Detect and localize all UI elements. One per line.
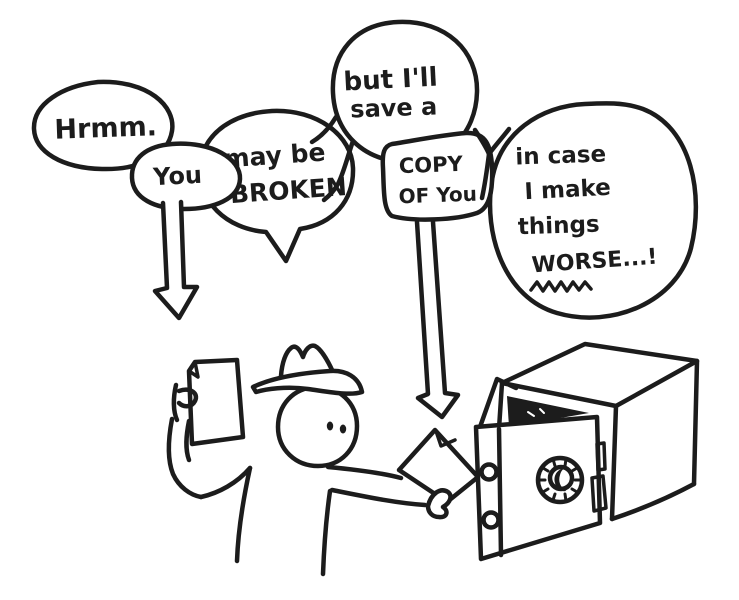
door-hinge-bottom: [481, 510, 501, 530]
emphasis-squiggle: [529, 280, 593, 293]
safe-back-right-edge: [691, 358, 700, 487]
bubble-text: but I'll: [343, 63, 439, 98]
bubble-text: save a: [350, 92, 438, 123]
safe-door: [473, 376, 608, 562]
speech-bubble-copy-of-you: COPY OF You: [321, 126, 512, 222]
bubble-outline: [487, 101, 699, 320]
safe-top-face: [499, 341, 700, 409]
door-latch-bottom: [590, 474, 608, 513]
right-arm-bottom: [329, 487, 428, 508]
arrow-outline: [152, 199, 200, 321]
right-arm-top: [325, 464, 404, 481]
bubble-outline: [129, 141, 243, 212]
hat-brim: [250, 368, 365, 396]
arrow-you-to-paper: [152, 199, 200, 321]
bubble-text: things: [517, 212, 600, 241]
stick-figure: [166, 343, 481, 577]
eyes: [326, 421, 347, 434]
paper-fold-corner: [187, 360, 200, 379]
copy-paper-fold-corner: [434, 429, 457, 448]
speech-bubble-in-case: in case I make things WORSE...!: [487, 101, 699, 320]
speech-bubble-hrmm: Hrmm.: [31, 79, 175, 172]
bubble-crease: [309, 114, 339, 145]
left-eye: [326, 421, 334, 431]
bubble-neck-crease: [321, 138, 356, 203]
right-eye: [339, 424, 347, 434]
safe-bottom-right-edge: [609, 481, 697, 522]
left-hand-edge: [171, 382, 180, 423]
bubble-text: may be: [223, 137, 327, 173]
left-forearm: [166, 416, 204, 500]
dial-crescent: [554, 468, 566, 492]
dial-notches: [537, 457, 583, 503]
hat-crown: [278, 343, 336, 379]
bubble-outline: [31, 79, 175, 172]
head: [275, 384, 360, 469]
safe-dark-opening: [507, 396, 589, 427]
left-forearm-inner: [184, 418, 192, 463]
left-sleeve: [198, 465, 253, 500]
bubble-junction-crease: [479, 126, 512, 201]
opening-highlight: [527, 408, 545, 417]
bubble-text: COPY: [398, 152, 463, 178]
right-thumb: [425, 488, 453, 520]
torso-right: [320, 488, 333, 577]
bubble-outline: [380, 130, 495, 222]
door-hinge-top: [479, 462, 499, 482]
bubble-outline: [197, 108, 356, 264]
safe-front-right-edge: [609, 403, 619, 522]
safe: [473, 341, 700, 562]
door-latch-top: [595, 441, 607, 472]
speech-bubbles: may be BROKEN Hrmm. You but I'll save a: [31, 19, 699, 420]
bubble-text: You: [152, 161, 203, 192]
bubble-text: Hrmm.: [54, 111, 157, 146]
arrow-copy-to-safe: [414, 219, 461, 420]
left-arm: [166, 382, 253, 500]
right-arm: [325, 464, 428, 508]
safe-body: [495, 341, 700, 522]
combination-dial: [535, 455, 585, 505]
speech-bubble-you: You: [129, 141, 243, 212]
bubble-text: in case: [515, 141, 607, 170]
arrow-outline: [414, 219, 461, 420]
door-top-flap: [477, 376, 519, 430]
bubble-text: I make: [524, 175, 612, 205]
bubble-text: OF You: [398, 182, 477, 209]
door-thickness-edge: [496, 426, 504, 558]
left-thumb: [176, 387, 199, 409]
original-paper: [186, 357, 246, 447]
torso-left: [234, 465, 253, 564]
speech-bubble-may-be-broken: may be BROKEN: [197, 108, 356, 264]
